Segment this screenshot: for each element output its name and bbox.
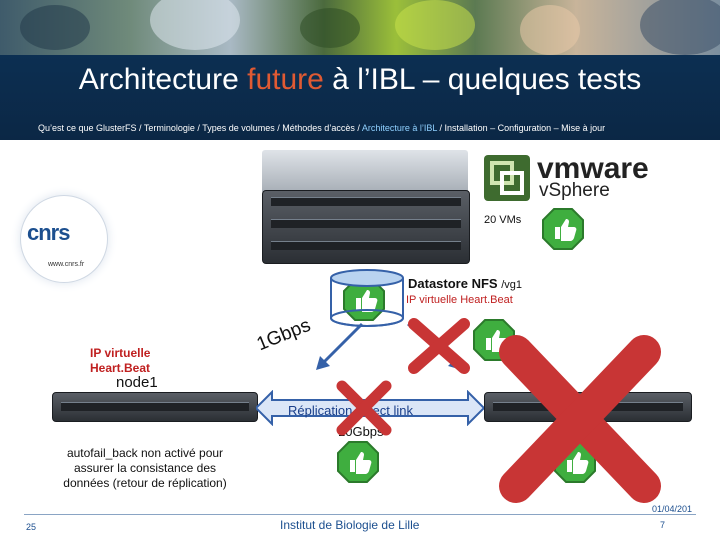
footer-divider	[24, 514, 696, 515]
title-text-end: à l’IBL – quelques tests	[323, 63, 642, 96]
cross-icon	[408, 318, 470, 374]
title-band	[0, 55, 720, 140]
server-bay	[271, 219, 461, 228]
breadcrumb-current: Architecture à l’IBL	[361, 123, 438, 133]
hypervisor-server-top	[262, 150, 468, 192]
vsphere-label: vSphere	[539, 180, 610, 201]
cnrs-logo-text: cnrs	[27, 220, 70, 245]
header-photo-strip	[0, 0, 720, 55]
hypervisor-server	[262, 190, 470, 264]
breadcrumb: Qu’est ce que GlusterFS / Terminologie /…	[38, 123, 718, 133]
datastore-name: Datastore NFS	[408, 276, 498, 291]
thumbs-up-icon	[542, 208, 584, 250]
datastore-virtual-ip: IP virtuelle Heart.Beat	[406, 294, 513, 306]
server-bay	[61, 402, 249, 411]
arrow-icon	[316, 322, 364, 370]
left-node-server	[52, 392, 258, 422]
replication-label: Réplication Direct link	[288, 403, 413, 418]
datastore-label: Datastore NFS /vg1	[408, 276, 522, 291]
page-number: 25	[26, 522, 37, 532]
footer-date-line1: 01/04/201	[652, 504, 693, 514]
vm-count-label: 20 VMs	[484, 214, 522, 226]
cross-icon	[499, 335, 661, 503]
left-node-virtual-ip: IP virtuelle Heart.Beat	[90, 346, 180, 376]
server-bay	[271, 197, 461, 206]
thumbs-up-icon	[337, 441, 379, 483]
title-accent: future	[247, 63, 324, 96]
footer-date-line2: 7	[660, 520, 666, 530]
breadcrumb-tail: / Installation – Configuration – Mise à …	[437, 123, 606, 133]
left-node-ip-text: IP virtuelle Heart.Beat	[90, 346, 151, 375]
page-title: Architecture future à l’IBL – quelques t…	[60, 62, 660, 98]
network-speed-label: 1Gbps	[253, 314, 314, 356]
title-text: Architecture	[78, 63, 248, 96]
cnrs-logo-url: www.cnrs.fr	[48, 261, 85, 268]
failback-note: autofail_back non activé pour assurer la…	[63, 446, 227, 490]
breadcrumb-path: Qu’est ce que GlusterFS / Terminologie /…	[38, 123, 362, 133]
datastore-path: /vg1	[501, 279, 522, 291]
left-node-name: node1	[116, 374, 158, 391]
datastore-disk-icon	[330, 269, 404, 327]
vmware-brand: vmware	[537, 152, 649, 185]
cnrs-logo	[20, 195, 108, 283]
vmware-icon	[484, 155, 530, 201]
cross-icon	[336, 380, 392, 436]
server-bay	[271, 241, 461, 250]
institute-name: Institut de Biologie de Lille	[280, 518, 420, 532]
